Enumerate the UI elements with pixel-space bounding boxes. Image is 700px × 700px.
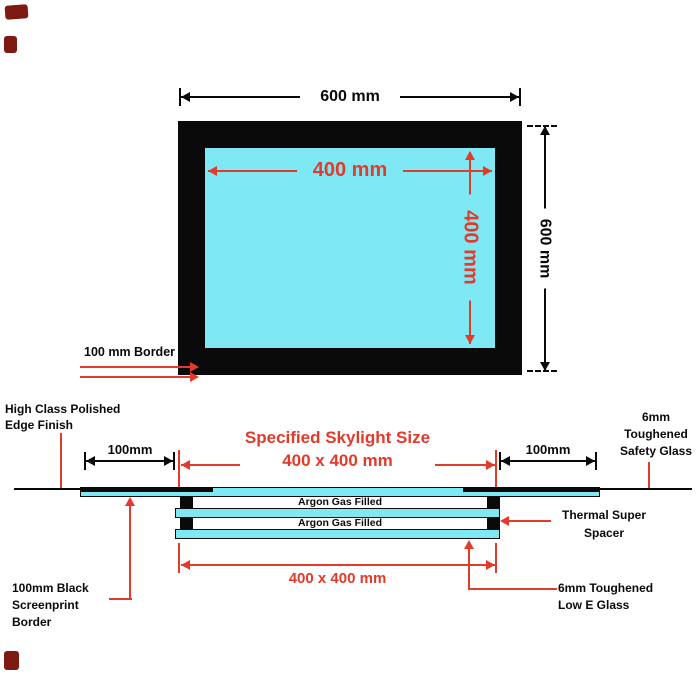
safety-glass-label: 6mm Toughened Safety Glass <box>616 409 696 460</box>
polished-edge-label-line2: Edge Finish <box>5 418 74 432</box>
dim-tick <box>173 452 175 470</box>
argon-gap-label-2: Argon Gas Filled <box>297 517 382 529</box>
arrowhead-right-icon <box>586 456 595 466</box>
arrowhead-up-icon <box>465 151 475 160</box>
dim-line-left-overhang <box>86 460 173 462</box>
safety-glass-leader <box>648 462 650 488</box>
dim-line-bottom <box>181 564 495 566</box>
border-pointer-line <box>80 366 190 368</box>
dim-tick <box>84 452 86 470</box>
arrowhead-right-icon <box>483 166 492 176</box>
thermal-spacer-left <box>180 497 193 508</box>
section-title-line2: 400 x 400 mm <box>240 450 435 472</box>
arrowhead-down-icon <box>540 362 550 371</box>
plan-inner-width-dimension: 400 mm <box>297 157 403 184</box>
dim-extension-red <box>495 450 497 488</box>
thermal-spacer-label: Thermal Super Spacer <box>551 506 657 542</box>
thermal-spacer-label-line2: Spacer <box>583 526 625 540</box>
screenprint-leader-h <box>109 598 132 600</box>
dim-extension-red <box>178 543 180 573</box>
low-e-leader-h <box>469 588 557 590</box>
edge-extension-line-left <box>14 488 80 490</box>
arrowhead-up-icon <box>125 497 135 506</box>
screenprint-leader-v <box>129 505 131 600</box>
arrowhead-right-icon <box>486 560 495 570</box>
watermark-fragment-3 <box>4 651 19 670</box>
arrowhead-left-icon <box>181 560 190 570</box>
arrowhead-left-icon <box>501 456 510 466</box>
watermark-fragment-1 <box>4 4 29 20</box>
dim-line-right-overhang <box>501 460 595 462</box>
dim-tick <box>595 452 597 470</box>
screenprint-label-line3: Border <box>12 615 52 629</box>
dim-extension-red <box>495 543 497 573</box>
safety-glass-label-line1: 6mm <box>641 410 670 424</box>
arrowhead-left-icon <box>208 166 217 176</box>
screenprint-border-right <box>463 488 599 492</box>
arrowhead-up-icon <box>540 126 550 135</box>
arrowhead-right-icon <box>190 362 199 372</box>
border-callout-label: 100 mm Border <box>84 345 176 359</box>
arrowhead-down-icon <box>465 335 475 344</box>
thermal-spacer-leader <box>508 520 551 522</box>
low-e-glass-label: 6mm Toughened Low E Glass <box>558 580 683 614</box>
edge-extension-line-right <box>600 488 692 490</box>
low-e-leader-v <box>468 548 470 590</box>
safety-glass-label-line3: Safety Glass <box>619 444 693 458</box>
screenprint-label-line1: 100mm Black <box>12 581 89 595</box>
watermark-fragment-2 <box>4 36 17 53</box>
right-overhang-dimension: 100mm <box>525 442 571 457</box>
extension-line-dashed <box>527 370 557 372</box>
top-glass-pane <box>80 487 600 497</box>
thermal-spacer-right <box>487 497 500 508</box>
section-title-line1: Specified Skylight Size <box>244 428 431 447</box>
arrowhead-left-icon <box>86 456 95 466</box>
arrowhead-right-icon <box>510 92 519 102</box>
middle-glass-pane <box>175 508 500 518</box>
arrowhead-left-icon <box>500 516 509 526</box>
dim-extension-red <box>178 450 180 488</box>
plan-top-dimension: 600 mm <box>300 86 400 107</box>
arrowhead-right-icon <box>190 372 199 382</box>
border-pointer-line <box>80 376 190 378</box>
arrowhead-left-icon <box>181 92 190 102</box>
screenprint-label-line2: Screenprint <box>12 598 79 612</box>
left-overhang-dimension: 100mm <box>107 442 153 457</box>
plan-side-dimension: 600 mm <box>534 208 556 289</box>
screenprint-border-label: 100mm Black Screenprint Border <box>12 580 112 631</box>
thermal-spacer-label-line1: Thermal Super <box>561 508 647 522</box>
low-e-label-line2: Low E Glass <box>558 598 630 612</box>
polished-edge-leader <box>60 433 62 488</box>
arrowhead-right-icon <box>164 456 173 466</box>
arrowhead-up-icon <box>464 540 474 549</box>
thermal-spacer-left-2 <box>180 518 193 529</box>
bottom-glass-pane <box>175 529 500 539</box>
dim-tick <box>499 452 501 470</box>
safety-glass-label-line2: Toughened <box>624 427 688 441</box>
polished-edge-label-line1: High Class Polished <box>5 402 121 416</box>
dim-tick <box>519 88 521 106</box>
thermal-spacer-right-2 <box>487 518 500 529</box>
low-e-label-line1: 6mm Toughened <box>558 581 654 595</box>
polished-edge-label: High Class Polished Edge Finish <box>5 401 130 433</box>
plan-inner-height-dimension: 400 mm <box>456 194 484 301</box>
bottom-dimension: 400 x 400 mm <box>288 570 387 587</box>
argon-gap-label-1: Argon Gas Filled <box>297 496 382 508</box>
screenprint-border-left <box>81 488 213 492</box>
